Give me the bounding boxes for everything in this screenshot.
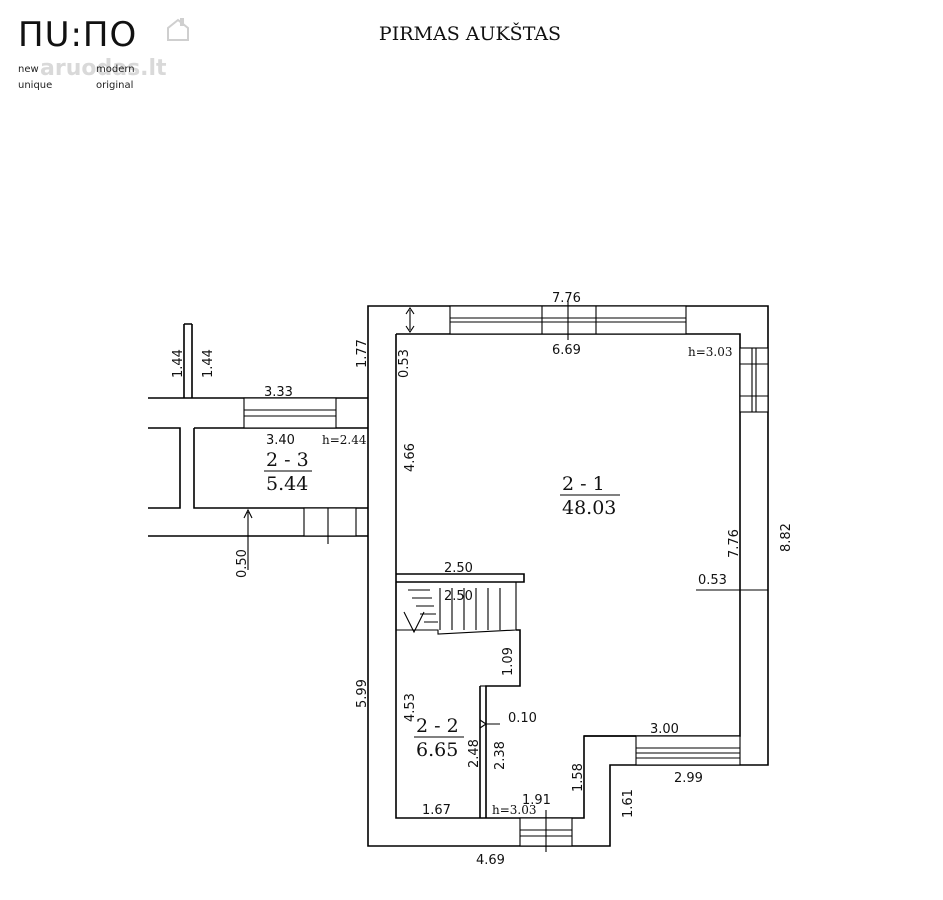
dim-annex-inner: 3.40: [266, 433, 295, 448]
dim-stair-width-inner: 2.50: [444, 589, 473, 604]
dim-left-upper: 1.77: [355, 339, 370, 368]
dim-bottom-step: 1.58: [571, 763, 586, 792]
dim-top-outer: 7.76: [552, 291, 581, 306]
watermark-text: aruodas.lt: [40, 56, 167, 81]
room-2-3-label: 2 - 3 5.44 h=2.44: [264, 433, 367, 495]
dim-bottom-outer: 4.69: [476, 853, 505, 868]
tagline-unique: unique: [18, 80, 52, 91]
room-area: 5.44: [266, 473, 308, 495]
dim-bottom-small: 1.91: [522, 793, 551, 808]
room-area: 48.03: [562, 497, 616, 519]
room-area: 6.65: [416, 739, 458, 761]
walls: [367, 305, 769, 847]
dim-left-lower: 5.99: [355, 679, 370, 708]
dim-bottom-right-inner: 3.00: [650, 722, 679, 737]
tagline-original: original: [96, 80, 133, 91]
house-logo-icon: [167, 18, 189, 41]
dim-room22-inner-a: 2.48: [467, 739, 482, 768]
dim-stair-width-top: 2.50: [444, 561, 473, 576]
dimension-lines: [243, 300, 768, 729]
room-2-2-label: 2 - 2 6.65 h=3.03: [414, 715, 537, 817]
room-id: 2 - 3: [266, 449, 309, 471]
dim-bottom-right-height: 1.61: [621, 789, 636, 818]
tagline-modern: modern: [96, 64, 135, 75]
dim-inner-left-height: 4.66: [403, 443, 418, 472]
dim-annex-gap: 0.50: [235, 549, 250, 578]
dim-room22-inner-b: 2.38: [493, 741, 508, 770]
dim-annex-height-a: 1.44: [171, 349, 186, 378]
room-id: 2 - 1: [562, 473, 605, 495]
dim-annex-top: 3.33: [264, 385, 293, 400]
room-height: h=2.44: [322, 433, 367, 447]
dim-stair-step: 1.09: [501, 647, 516, 676]
dim-annex-height-b: 1.44: [201, 349, 216, 378]
logo-wordmark: ПU:ПО: [18, 15, 137, 55]
dim-wall-thickness: 0.10: [508, 711, 537, 726]
dimension-labels: 7.76 6.69 0.53 1.77 4.66 7.76 8.82 0.53 …: [171, 291, 794, 868]
dim-room22-height: 4.53: [403, 693, 418, 722]
dim-right-outer-height: 8.82: [779, 523, 794, 552]
room-id: 2 - 2: [416, 715, 459, 737]
tagline-new: new: [18, 64, 39, 75]
room-height: h=3.03: [688, 345, 733, 359]
dim-right-inner-height: 7.76: [727, 529, 742, 558]
room-2-1-label: 2 - 1 48.03 h=3.03: [560, 345, 733, 519]
room-height: h=3.03: [492, 803, 537, 817]
dim-room22-width: 1.67: [422, 803, 451, 818]
dim-top-inner: 6.69: [552, 343, 581, 358]
dim-bottom-right-outer: 2.99: [674, 771, 703, 786]
dim-right-wall: 0.53: [698, 573, 727, 588]
page-title: PIRMAS AUKŠTAS: [379, 22, 561, 45]
logo: ПU:ПО aruodas.lt new modern unique origi…: [18, 15, 189, 91]
dim-top-gap: 0.53: [397, 349, 412, 378]
